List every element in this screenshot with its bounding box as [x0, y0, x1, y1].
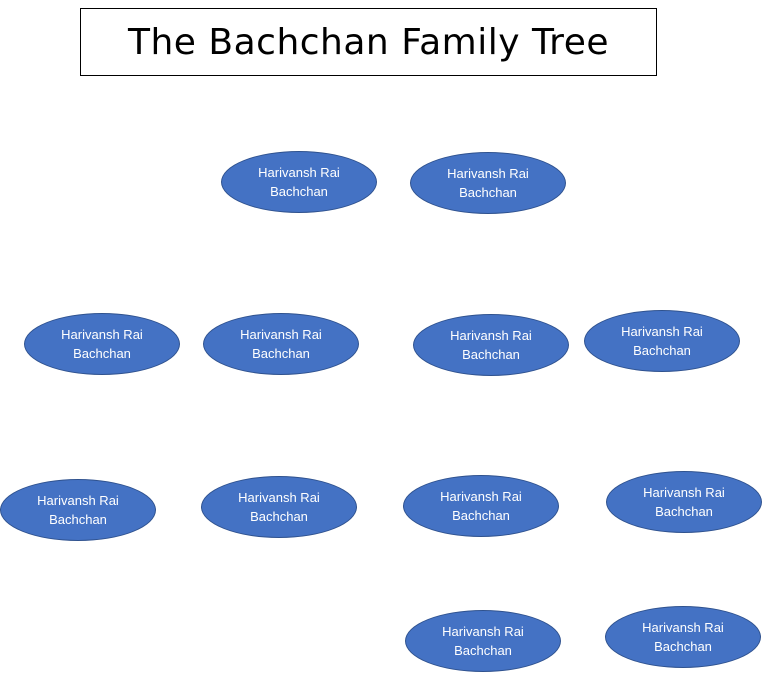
- node-label: Harivansh Rai Bachchan: [450, 328, 532, 362]
- node-label: Harivansh Rai Bachchan: [440, 489, 522, 523]
- node-label: Harivansh Rai Bachchan: [238, 490, 320, 524]
- family-node[interactable]: Harivansh Rai Bachchan: [606, 471, 762, 533]
- family-node[interactable]: Harivansh Rai Bachchan: [584, 310, 740, 372]
- diagram-title: The Bachchan Family Tree: [128, 21, 609, 63]
- family-node[interactable]: Harivansh Rai Bachchan: [203, 313, 359, 375]
- family-node[interactable]: Harivansh Rai Bachchan: [605, 606, 761, 668]
- family-node[interactable]: Harivansh Rai Bachchan: [405, 610, 561, 672]
- node-label: Harivansh Rai Bachchan: [61, 327, 143, 361]
- node-label: Harivansh Rai Bachchan: [447, 166, 529, 200]
- node-label: Harivansh Rai Bachchan: [642, 620, 724, 654]
- node-label: Harivansh Rai Bachchan: [643, 485, 725, 519]
- family-node[interactable]: Harivansh Rai Bachchan: [413, 314, 569, 376]
- family-node[interactable]: Harivansh Rai Bachchan: [403, 475, 559, 537]
- node-label: Harivansh Rai Bachchan: [621, 324, 703, 358]
- family-node[interactable]: Harivansh Rai Bachchan: [221, 151, 377, 213]
- node-label: Harivansh Rai Bachchan: [258, 165, 340, 199]
- node-label: Harivansh Rai Bachchan: [240, 327, 322, 361]
- family-node[interactable]: Harivansh Rai Bachchan: [410, 152, 566, 214]
- family-node[interactable]: Harivansh Rai Bachchan: [24, 313, 180, 375]
- title-box: The Bachchan Family Tree: [80, 8, 657, 76]
- family-node[interactable]: Harivansh Rai Bachchan: [201, 476, 357, 538]
- family-node[interactable]: Harivansh Rai Bachchan: [0, 479, 156, 541]
- node-label: Harivansh Rai Bachchan: [442, 624, 524, 658]
- node-label: Harivansh Rai Bachchan: [37, 493, 119, 527]
